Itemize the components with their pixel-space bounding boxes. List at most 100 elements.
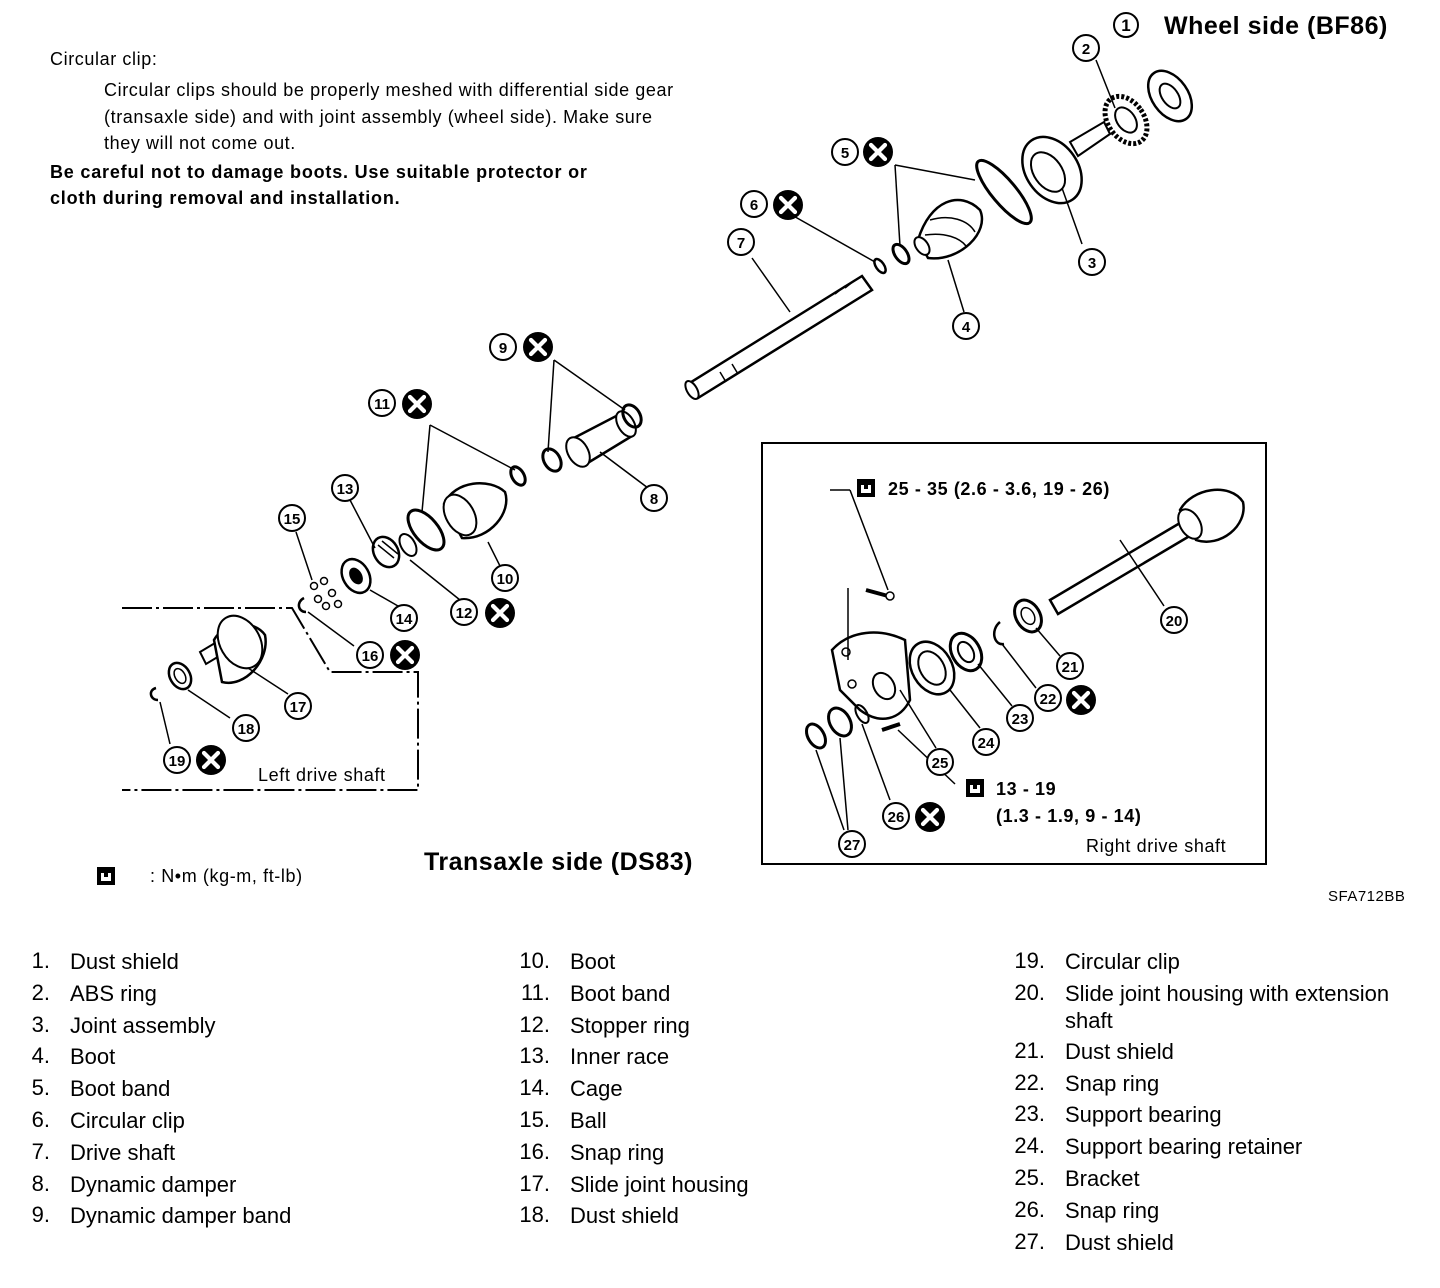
legend-item-number: 10. bbox=[519, 948, 550, 973]
legend-item: 20. Slide joint housing with extension sh… bbox=[995, 980, 1435, 1038]
legend-item-number: 13. bbox=[519, 1043, 550, 1069]
boot-wheel bbox=[913, 198, 984, 260]
callout-27: 27 bbox=[838, 830, 866, 858]
callout-16: 16 bbox=[356, 641, 384, 669]
dynamic-damper-band-b bbox=[621, 403, 643, 429]
callout-23: 23 bbox=[1006, 704, 1034, 732]
legend-item: 14.Cage bbox=[500, 1075, 980, 1107]
callout-3: 3 bbox=[1078, 248, 1106, 276]
svg-text:24: 24 bbox=[978, 735, 995, 752]
wheel-side-title: Wheel side (BF86) bbox=[1164, 12, 1388, 40]
legend-item-name: Stopper ring bbox=[570, 1012, 690, 1038]
legend-item-name: Drive shaft bbox=[70, 1139, 176, 1165]
legend-item-number: 6. bbox=[31, 1106, 50, 1132]
no-reuse-icon-6 bbox=[773, 190, 803, 220]
torque-unit-legend: : N•m (kg-m, ft-lb) bbox=[150, 866, 303, 886]
legend-item-number: 20. bbox=[1014, 979, 1045, 1005]
figure-code: SFA712BB bbox=[1328, 888, 1406, 905]
dust-shield-right-upper bbox=[1013, 598, 1043, 634]
legend-item: 23.Support bearing bbox=[995, 1101, 1435, 1133]
callout-14: 14 bbox=[390, 604, 418, 632]
legend-item: 1.Dust shield bbox=[0, 948, 480, 980]
boot-band-transaxle-large bbox=[406, 508, 446, 552]
callout-markers: 1 2 3 4 5 6 7 8 9 10 11 12 13 14 15 16 1… bbox=[163, 12, 1188, 858]
legend-item: 25.Bracket bbox=[995, 1165, 1435, 1197]
legend-item: 6. Circular clip bbox=[0, 1107, 480, 1139]
legend-item: 21.Dust shield bbox=[995, 1038, 1435, 1070]
legend-item-number: 12. bbox=[519, 1011, 550, 1037]
legend-item: 15.Ball bbox=[500, 1107, 980, 1139]
callout-15: 15 bbox=[278, 504, 306, 532]
warning-line-2: cloth during removal and installation. bbox=[50, 188, 401, 208]
no-reuse-icon-19 bbox=[196, 745, 226, 775]
svg-text:19: 19 bbox=[169, 753, 186, 770]
callout-1: 1 bbox=[1113, 12, 1139, 38]
legend-item-number: 21. bbox=[1014, 1037, 1045, 1063]
legend-item-number: 27. bbox=[1014, 1228, 1045, 1254]
callout-8: 8 bbox=[640, 484, 668, 512]
svg-text:11: 11 bbox=[374, 396, 390, 413]
callout-20: 20 bbox=[1160, 606, 1188, 634]
right-drive-shaft-box bbox=[761, 442, 1267, 865]
legend-item-name: Support bearing retainer bbox=[1065, 1134, 1303, 1160]
legend-item: 22.Snap ring bbox=[995, 1070, 1435, 1102]
legend-item-name: Slide joint housing with extension shaft bbox=[1065, 980, 1390, 1033]
svg-text:22: 22 bbox=[1040, 691, 1057, 708]
legend-item-number: 9. bbox=[31, 1202, 50, 1228]
snap-ring-transaxle bbox=[297, 596, 307, 614]
note-line-3: they will not come out. bbox=[104, 133, 296, 153]
snap-ring-right-upper bbox=[992, 621, 1005, 646]
legend-item-name: Circular clip bbox=[70, 1107, 185, 1133]
legend-item-number: 15. bbox=[519, 1106, 550, 1132]
callout-25: 25 bbox=[926, 748, 954, 776]
legend-item-number: 11. bbox=[521, 979, 550, 1005]
svg-text:4: 4 bbox=[962, 319, 971, 336]
legend-item-name: Dynamic damper band bbox=[70, 1203, 292, 1229]
slide-joint-housing-extension-shaft bbox=[1048, 488, 1245, 616]
callout-21: 21 bbox=[1056, 652, 1084, 680]
callout-22: 22 bbox=[1034, 684, 1062, 712]
warning-line-1: Be careful not to damage boots. Use suit… bbox=[50, 162, 588, 182]
torque-retainer-bolt-line-2: (1.3 - 1.9, 9 - 14) bbox=[996, 806, 1142, 826]
callout-5: 5 bbox=[831, 138, 859, 166]
left-drive-shaft-label: Left drive shaft bbox=[258, 765, 386, 785]
svg-text:8: 8 bbox=[650, 491, 658, 508]
legend-item-number: 4. bbox=[31, 1043, 50, 1069]
note-line-2: (transaxle side) and with joint assembly… bbox=[104, 107, 653, 127]
no-reuse-icon-22 bbox=[1066, 685, 1096, 715]
legend-item: 16.Snap ring bbox=[500, 1139, 980, 1171]
legend-item-name: Dust shield bbox=[70, 949, 179, 974]
legend-item: 18.Dust shield bbox=[500, 1202, 980, 1234]
legend-item-name: Dynamic damper bbox=[70, 1171, 237, 1197]
dust-shield-right-lower-a bbox=[827, 706, 853, 738]
svg-text:27: 27 bbox=[844, 837, 861, 854]
legend-item-number: 18. bbox=[519, 1202, 550, 1228]
drive-shaft bbox=[684, 274, 874, 401]
svg-text:18: 18 bbox=[238, 721, 255, 738]
no-reuse-icon-12 bbox=[485, 598, 515, 628]
svg-text:7: 7 bbox=[737, 235, 745, 252]
callout-24: 24 bbox=[972, 728, 1000, 756]
dynamic-damper-band-a bbox=[541, 447, 563, 473]
support-bearing bbox=[948, 631, 984, 673]
legend-item: 27.Dust shield bbox=[995, 1229, 1435, 1261]
no-reuse-icon-26 bbox=[915, 802, 945, 832]
svg-text:3: 3 bbox=[1088, 255, 1096, 272]
callout-12: 12 bbox=[450, 598, 478, 626]
svg-text:25: 25 bbox=[932, 755, 949, 772]
legend-item-name: Boot band bbox=[570, 980, 671, 1006]
dynamic-damper bbox=[565, 410, 637, 468]
exploded-drive-shaft-diagram: 1 2 3 4 5 6 7 8 9 10 11 12 13 14 15 16 1… bbox=[97, 12, 1267, 885]
legend-item-number: 22. bbox=[1014, 1069, 1045, 1095]
callout-10: 10 bbox=[491, 564, 519, 592]
legend-item-name: Boot bbox=[570, 949, 616, 974]
legend-item-name: ABS ring bbox=[70, 980, 157, 1006]
legend-item-number: 5. bbox=[31, 1075, 50, 1101]
legend-item-number: 16. bbox=[519, 1138, 550, 1164]
legend-item: 2.ABS ring bbox=[0, 980, 480, 1012]
legend-item: 3.Joint assembly bbox=[0, 1012, 480, 1044]
circular-clip-wheel bbox=[873, 257, 887, 275]
